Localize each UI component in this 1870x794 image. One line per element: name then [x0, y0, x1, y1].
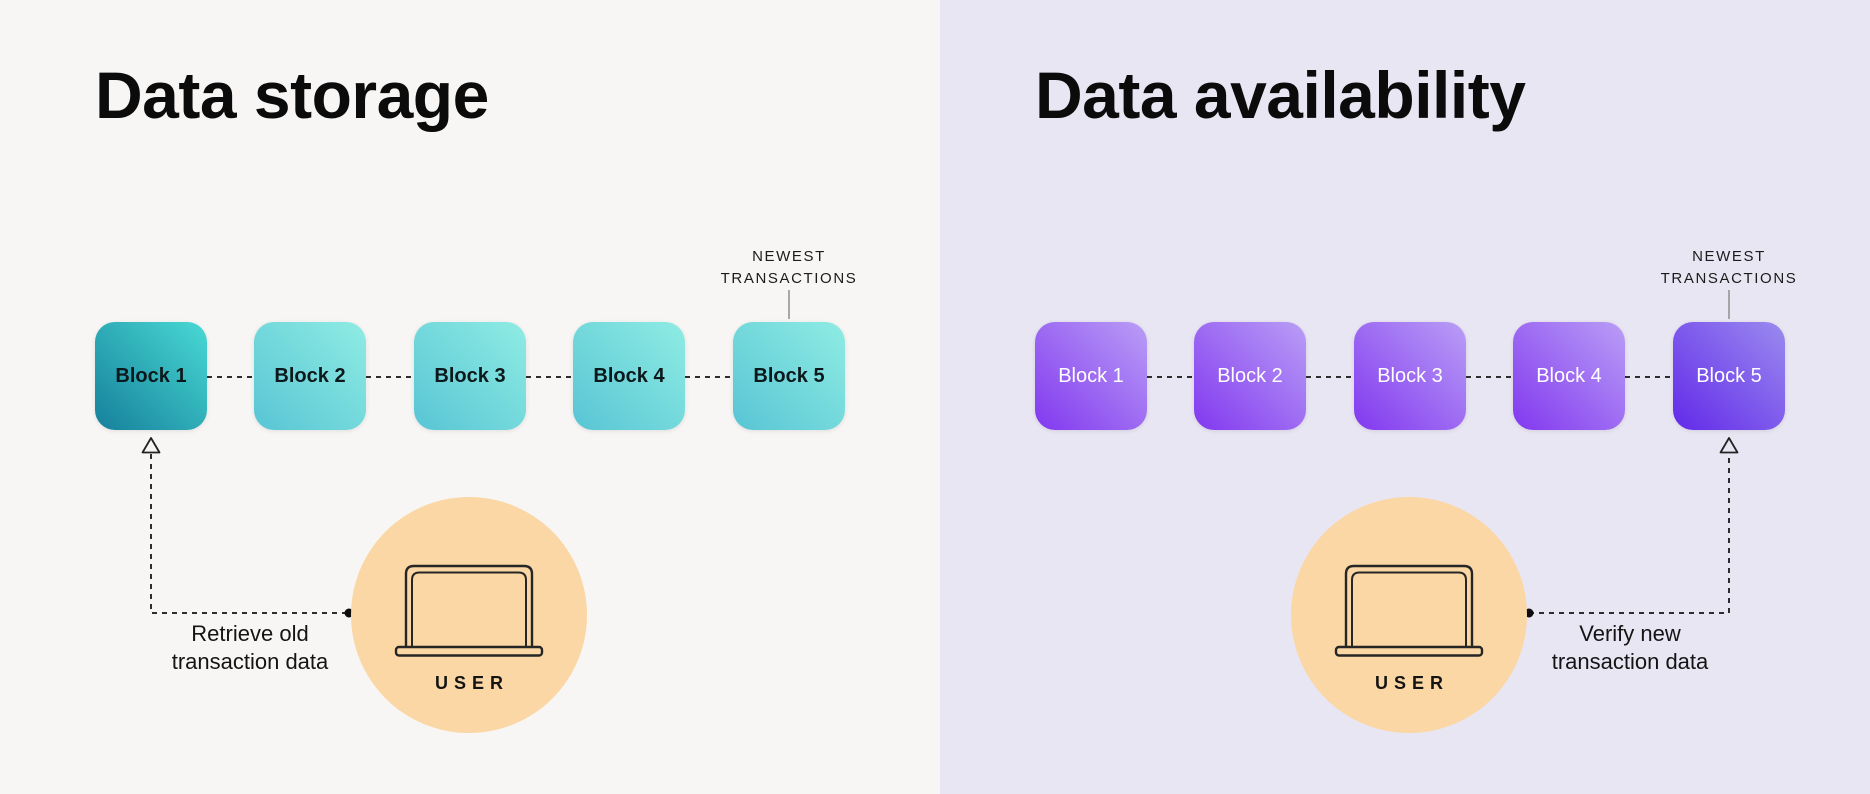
block-3: Block 3: [414, 322, 526, 430]
user-circle: USER: [351, 497, 587, 733]
verify-arrow-path: [1529, 454, 1730, 614]
retrieve-action-text: Retrieve old transaction data: [100, 620, 400, 676]
newest-label-line-1: NEWEST: [1692, 248, 1766, 265]
action-line-1: Verify new: [1579, 621, 1681, 646]
arrow-head-icon: [1719, 437, 1739, 454]
user-circle: USER: [1291, 497, 1527, 733]
user-label: USER: [1374, 673, 1449, 693]
newest-label-line-1: NEWEST: [752, 248, 826, 265]
arrow-head-icon: [141, 437, 161, 454]
newest-label-line-2: TRANSACTIONS: [720, 270, 858, 287]
block-5: Block 5: [733, 322, 845, 430]
verify-action-text: Verify new transaction data: [1480, 620, 1780, 676]
data-storage-panel: Data storage NEWEST TRANSACTIONS Block 1…: [0, 0, 940, 794]
laptop-icon: [1334, 564, 1484, 657]
laptop-icon: [394, 564, 544, 657]
newest-label-line-2: TRANSACTIONS: [1660, 270, 1798, 287]
action-line-2: transaction data: [1551, 649, 1709, 674]
page-title: Data storage: [95, 58, 489, 132]
block-2: Block 2: [254, 322, 366, 430]
block-4: Block 4: [1513, 322, 1625, 430]
retrieve-arrow-path: [150, 454, 349, 614]
block-1: Block 1: [1035, 322, 1147, 430]
data-availability-panel: Data availability NEWEST TRANSACTIONS Bl…: [940, 0, 1870, 794]
block-4: Block 4: [573, 322, 685, 430]
block-2: Block 2: [1194, 322, 1306, 430]
page-title: Data availability: [1035, 58, 1526, 132]
action-line-1: Retrieve old: [191, 621, 309, 646]
action-line-2: transaction data: [171, 649, 329, 674]
block-3: Block 3: [1354, 322, 1466, 430]
block-5: Block 5: [1673, 322, 1785, 430]
user-label: USER: [434, 673, 509, 693]
newest-transactions-label: NEWEST TRANSACTIONS: [629, 246, 949, 290]
block-1: Block 1: [95, 322, 207, 430]
newest-transactions-label: NEWEST TRANSACTIONS: [1569, 246, 1870, 290]
